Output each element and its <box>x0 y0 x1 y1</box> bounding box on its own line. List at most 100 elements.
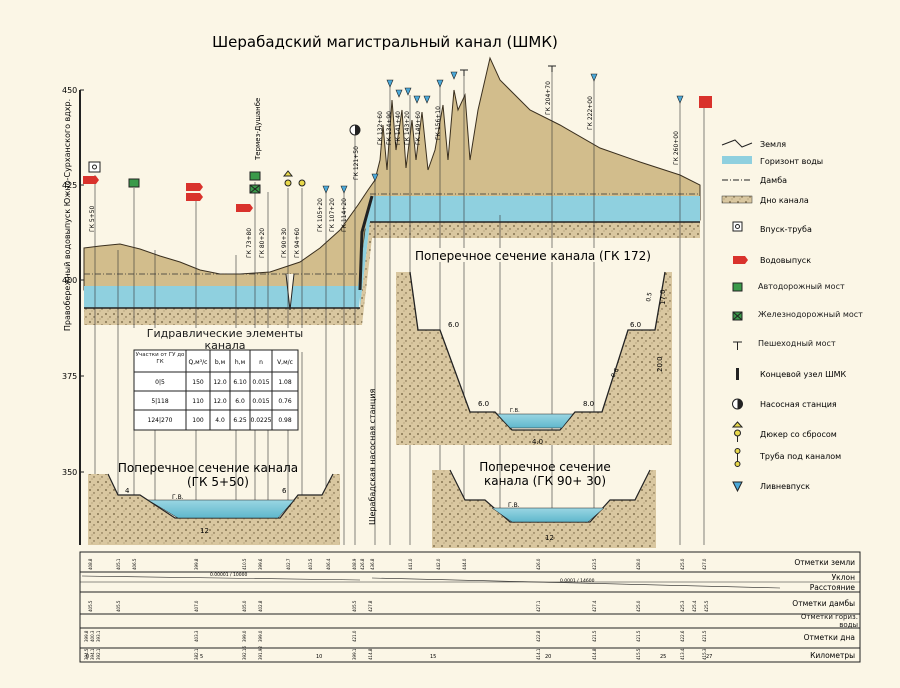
slope-label: 0.0001 / 14600 <box>560 578 595 584</box>
row-label: Уклон <box>832 573 855 582</box>
row-label: Отметки дамбы <box>792 599 855 608</box>
dim-label: 12 <box>200 527 209 535</box>
dim-label: 6 <box>282 487 287 495</box>
table-cell: 12.0 <box>213 379 227 386</box>
canal-bottom-left <box>84 308 360 325</box>
value-cell: 403.3 <box>194 630 199 642</box>
value-cell: 399.1 <box>352 648 357 660</box>
table-cell: 5|118 <box>151 398 168 405</box>
profile-markers <box>83 65 712 212</box>
section-title: (ГК 5+50) <box>187 475 249 489</box>
value-cell: 425.5 <box>704 600 709 612</box>
table-cell: 0.98 <box>278 417 292 424</box>
value-cell: 399.0 <box>258 630 263 642</box>
gk-label: ГК 156+10 <box>435 106 442 140</box>
table-cell: 124|270 <box>148 417 173 424</box>
value-cell: 399.8 <box>194 558 199 570</box>
gk-label: ГК 141+40 <box>395 111 402 145</box>
dim-label: 4 <box>125 487 130 495</box>
value-cell: 415.3 <box>702 648 707 660</box>
table-row: 124|270 100 4.0 6.25 0.0225 0.98 <box>148 417 292 424</box>
value-cell: 402.7 <box>286 558 291 570</box>
table-cell: 12.0 <box>213 398 227 405</box>
value-cell: 410.5 <box>242 558 247 570</box>
road-bridge-icon <box>732 282 743 292</box>
railway-bridge-icon <box>732 311 743 321</box>
storm-inlet-icon <box>732 481 743 493</box>
value-cell: 422.6 <box>680 630 685 642</box>
siphon-icon <box>731 421 744 442</box>
gk-label: ГК 107+20 <box>329 198 336 232</box>
row-label: Отметки дна <box>804 633 855 642</box>
gk-label: ГК 121+50 <box>353 146 360 180</box>
value-cell: 407.0 <box>194 600 199 612</box>
value-cell: 414.8 <box>592 648 597 660</box>
gk-label: ГК 5+50 <box>89 206 96 232</box>
dim-label: 20.0 <box>656 356 664 372</box>
y-tick-label: 350 <box>62 468 77 477</box>
page-title: Шерабадский магистральный канал (ШМК) <box>212 33 558 51</box>
table-cell: 100 <box>192 417 204 424</box>
legend-label: Насосная станция <box>760 400 837 409</box>
table-cell: 0.015 <box>252 398 269 405</box>
gk-label: ГК 204+70 <box>545 81 552 115</box>
km-label: 25 <box>660 654 666 660</box>
gk-label: ГК 149+60 <box>415 111 422 145</box>
dim-label: 6.0 <box>478 400 489 408</box>
value-cell: 408.9 <box>352 558 357 570</box>
value-cell: 399.6 <box>258 558 263 570</box>
value-cell: 421.5 <box>702 630 707 642</box>
table-cell: 0.76 <box>278 398 292 405</box>
gk-label: ГК 132+60 <box>377 111 384 145</box>
table-header: b,м <box>215 359 225 366</box>
value-cell: 392.1 <box>96 648 101 660</box>
value-cell: 394.5 <box>84 648 89 660</box>
value-cell: 425.3 <box>680 600 685 612</box>
km-label: 0 <box>86 654 89 660</box>
legend-label: Труба под каналом <box>759 452 841 461</box>
section-title: канала (ГК 90+ 30) <box>484 474 606 488</box>
legend-label: Железнодорожный мост <box>758 310 863 319</box>
footbridge-icon <box>460 69 468 76</box>
bottom-data-table: 0.00001 / 10000 0.0001 / 14600 Отметки з… <box>79 551 861 663</box>
siphon-icon <box>282 170 306 187</box>
footbridge-icon <box>548 65 556 72</box>
dim-label: 0.6 <box>610 367 621 379</box>
gk-label: ГК 105+20 <box>317 198 324 232</box>
value-cell: 414.8 <box>368 648 373 660</box>
table-cell: 0.015 <box>252 379 269 386</box>
value-cell: 425.4 <box>692 600 697 612</box>
gk-label: ГК 114+20 <box>341 198 348 232</box>
value-cell: 427.4 <box>592 600 597 612</box>
table-cell: 1.08 <box>278 379 292 386</box>
water-label: Г.В. <box>508 502 520 509</box>
y-tick-label: 400 <box>62 276 77 285</box>
water-outlet-flag-icon <box>733 256 748 264</box>
y-tick-label: 425 <box>62 181 77 190</box>
value-cell: 423.5 <box>592 558 597 570</box>
value-cell: 425.0 <box>636 600 641 612</box>
gk-label: ГК 134+90 <box>386 111 393 145</box>
legend-label: Ливневпуск <box>760 482 810 491</box>
table-cell: 6.25 <box>233 417 247 424</box>
storm-inlet-icon <box>322 71 684 194</box>
value-cell: 427.0 <box>702 558 707 570</box>
pipe-under-canal-icon <box>734 448 741 467</box>
bottom-values: 394.5 394.1 392.1 382.1 392.16 391.92 39… <box>84 646 707 660</box>
water-outlet-flag-icon <box>699 96 712 108</box>
value-cell: 427.8 <box>368 600 373 612</box>
legend-label: Земля <box>760 140 786 149</box>
water-outlet-flag-icon <box>83 176 99 184</box>
slope-label: 0.00001 / 10000 <box>210 572 247 578</box>
water-values: 399.8 400.3 393.1 403.3 399.0 399.0 421.… <box>84 630 707 642</box>
y-axis: 450 425 400 375 350 <box>62 86 84 545</box>
value-cell: 425.0 <box>680 558 685 570</box>
dim-label: 6.0 <box>448 321 459 329</box>
table-cell: 110 <box>192 398 204 405</box>
km-label: 5 <box>200 654 203 660</box>
table-cell: 150 <box>192 379 204 386</box>
dim-label: 12 <box>545 534 554 542</box>
outlet-vertical-label: Правобережный водовыпуск Южно-Сурханског… <box>63 99 72 331</box>
